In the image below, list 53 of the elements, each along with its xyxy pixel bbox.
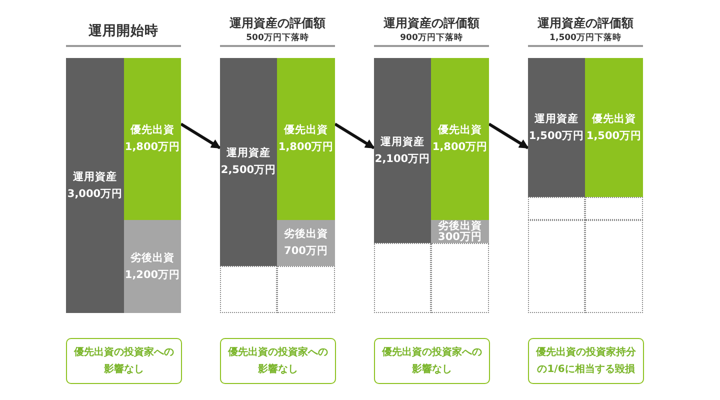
segment-label: 劣後出資 [438,220,482,232]
stacked-bar-segment [585,58,643,197]
segment-label: 運用資産 [226,146,270,161]
amount-label: 1,500万円 [586,128,642,144]
column-heading: 運用開始時 [88,22,158,40]
stacked-bar-segment [124,220,181,313]
amount-label: 300万円 [438,232,482,242]
segment-label: 優先出資 [284,123,328,138]
arrow [334,122,375,150]
segment-label: 劣後出資 [284,227,328,242]
amount-label: 1,800万円 [278,140,334,155]
arrow [488,122,529,150]
column-heading: 運用資産の評価額 [384,15,480,32]
result-note-box: 優先出資の投資家への影響なし [220,338,336,384]
stacked-bar-segment [124,58,181,220]
stacked-bar-segment [431,220,489,243]
column-subheading: 900万円下落時 [400,32,463,44]
segment-label: 優先出資 [438,123,482,138]
column-subheading: 1,500万円下落時 [550,32,622,44]
stacked-bar-segment [277,58,335,220]
segment-label: 優先出資 [592,112,636,126]
empty-dotted-box [585,220,643,313]
amount-label: 1,500万円 [528,128,584,144]
stacked-bar-segment [374,58,431,243]
amount-label: 1,800万円 [432,140,488,155]
segment-label: 運用資産 [534,112,578,126]
empty-dotted-box [220,266,277,313]
amount-label: 2,500万円 [220,163,276,178]
segment-label: 劣後出資 [130,250,174,266]
segment-label: 運用資産 [380,134,424,150]
result-note-box: 優先出資の投資家持分の1/6に相当する毀損 [528,338,644,384]
segment-label: 運用資産 [73,170,117,184]
segment-label: 優先出資 [130,123,174,138]
amount-label: 2,100万円 [374,152,430,166]
column-subheading: 500万円下落時 [246,32,309,44]
result-note-box: 優先出資の投資家への影響なし [66,338,182,384]
column-heading: 運用資産の評価額 [230,15,326,32]
empty-dotted-box [585,197,643,220]
result-note-box: 優先出資の投資家への影響なし [374,338,490,384]
amount-label: 700万円 [284,244,328,259]
amount-label: 1,800万円 [124,140,180,155]
column-heading: 運用資産の評価額 [538,15,634,32]
amount-label: 1,200万円 [124,268,180,282]
arrow [180,122,221,150]
amount-label: 3,000万円 [67,186,123,202]
empty-dotted-box [528,220,585,313]
empty-dotted-box [277,266,335,313]
stacked-bar-segment [528,58,585,197]
stacked-bar-segment [220,58,277,266]
stacked-bar-segment [277,220,335,266]
stacked-bar-segment [66,58,124,313]
stacked-bar-segment [431,58,489,220]
empty-dotted-box [528,197,585,220]
